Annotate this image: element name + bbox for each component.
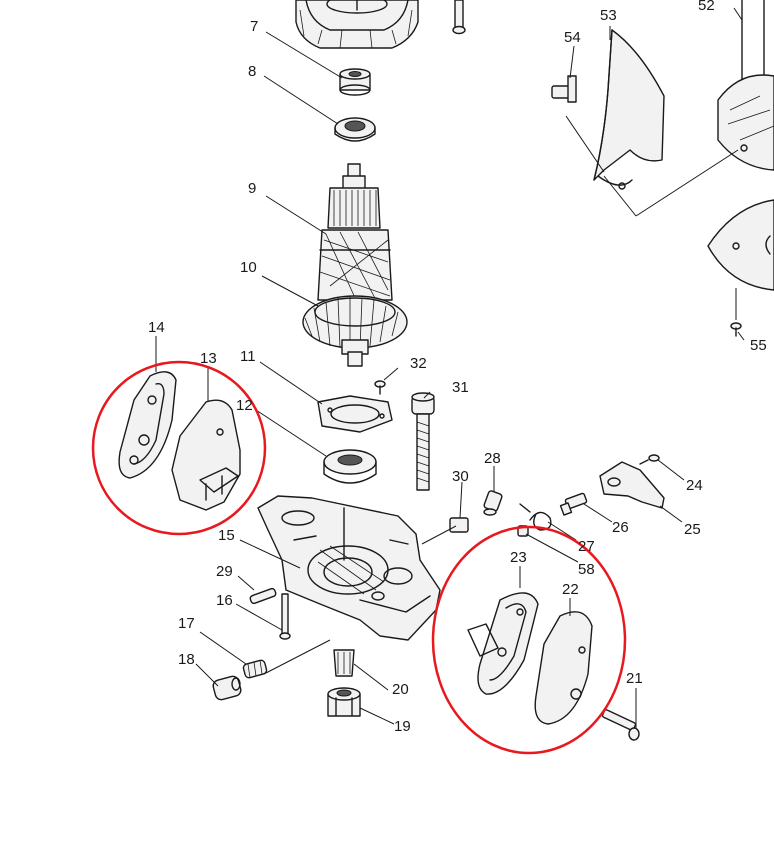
callout-19: 19 [394,718,411,735]
part-53-chip-guard [593,29,665,190]
callout-23: 23 [510,549,527,566]
part-17-spring [242,659,268,679]
callout-30: 30 [452,468,469,485]
callout-25: 25 [684,521,701,538]
callout-28: 28 [484,450,501,467]
callout-7: 7 [250,18,258,35]
part-32-screw [374,380,386,395]
callout-31: 31 [452,379,469,396]
callout-53: 53 [600,7,617,24]
callout-8: 8 [248,63,256,80]
callout-26: 26 [612,519,629,536]
part-16-screw [279,593,291,640]
callout-32: 32 [410,355,427,372]
part-21-screw [601,709,640,741]
callout-52: 52 [698,0,715,14]
callout-27: 27 [578,538,595,555]
callout-10: 10 [240,259,257,276]
callout-9: 9 [248,180,256,197]
callout-22: 22 [562,581,579,598]
callout-17: 17 [178,615,195,632]
part-15-motor-housing [257,495,441,641]
callout-24: 24 [686,477,703,494]
part-55-base-plate [707,199,774,291]
callout-13: 13 [200,350,217,367]
part-7-bearing [339,68,371,96]
callout-15: 15 [218,527,235,544]
part-52-column [717,0,774,171]
part-10-fan [302,295,408,367]
part-27-spring [519,503,552,531]
part-29-pin [249,587,277,605]
part-25-switch-lever [599,461,665,509]
part-55-screw [730,322,742,337]
highlight-circle-right [431,525,627,755]
callout-58: 58 [578,561,595,578]
part-13-brush-holder [171,399,241,511]
part-26-screw [559,492,588,516]
highlight-circles [91,360,627,755]
leader-lines [155,7,745,728]
callout-21: 21 [626,670,643,687]
part-18-cap [212,675,242,701]
callout-18: 18 [178,651,195,668]
callout-11: 11 [240,348,256,365]
callout-16: 16 [216,592,233,609]
callout-12: 12 [236,397,253,414]
callout-labels: 7 8 9 10 11 12 13 14 15 16 17 18 19 20 2… [148,0,767,735]
part-7-bearing-housing [295,0,419,49]
part-19-nut [327,687,361,717]
part-28-plug [483,490,503,516]
callout-55: 55 [750,337,767,354]
pin-top [452,0,466,35]
callout-14: 14 [148,319,165,336]
highlight-circle-left [91,360,267,536]
part-8-ring [334,117,376,142]
callout-29: 29 [216,563,233,580]
callout-54: 54 [564,29,581,46]
part-9-armature [317,163,393,301]
part-14-brush-holder-cover [118,371,177,479]
part-31-long-screw [411,392,435,491]
part-30-spring [449,517,469,533]
part-11-baffle-plate [317,395,393,433]
part-12-bearing [323,449,377,484]
part-23-brush-holder-cover [467,592,539,695]
part-24-screw [639,454,660,465]
part-20-collet [333,649,355,677]
part-54-clamp-screw [551,75,577,103]
part-22-side-cover [534,611,593,725]
callout-20: 20 [392,681,409,698]
